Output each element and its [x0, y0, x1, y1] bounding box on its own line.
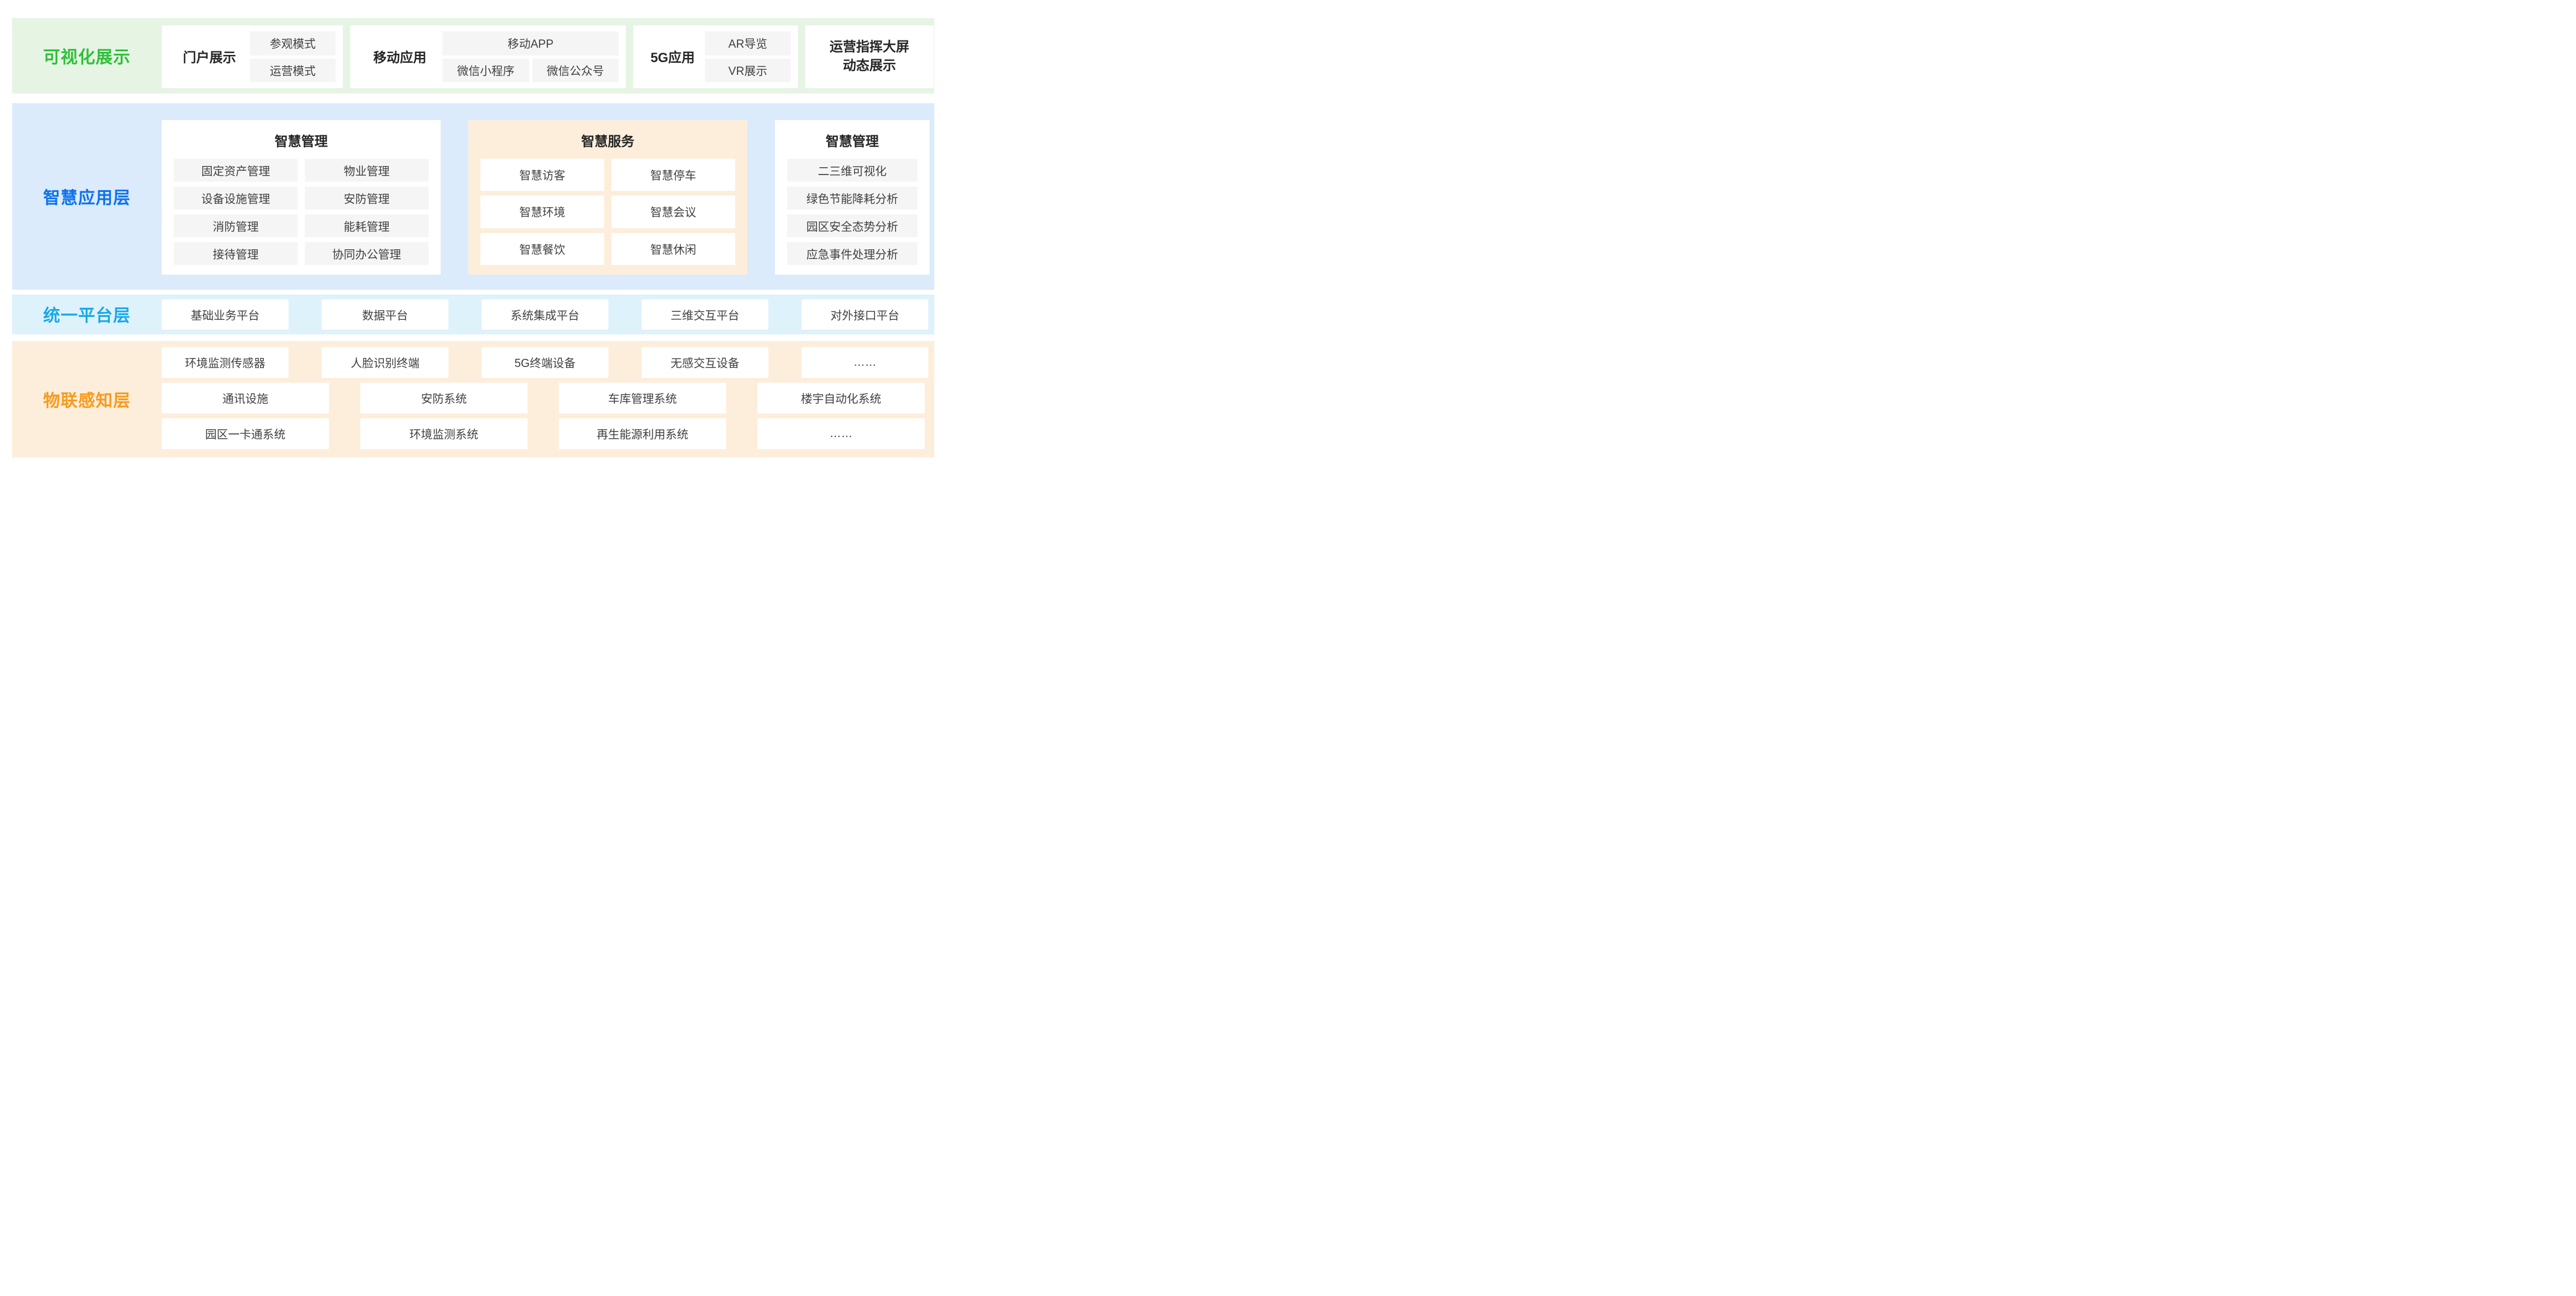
chip-visit-mode: 参观模式	[250, 31, 336, 56]
chip-fixed-assets: 固定资产管理	[174, 159, 298, 182]
card-smart-service: 智慧服务 智慧访客 智慧停车 智慧环境 智慧会议 智慧餐饮 智慧休闲	[468, 120, 747, 275]
chip-park-security-analysis: 园区安全态势分析	[787, 214, 917, 237]
band-iot-sensing: 物联感知层 环境监测传感器 人脸识别终端 5G终端设备 无感交互设备 …… 通讯…	[12, 341, 934, 458]
chip-mobile-app: 移动APP	[442, 31, 619, 56]
chip-vr-display: VR展示	[705, 58, 791, 82]
card-5g-title: 5G应用	[650, 50, 695, 65]
band-app-label: 智慧应用层	[43, 188, 131, 207]
chip-reception-mgmt: 接待管理	[174, 242, 298, 265]
card-mobile-app: 移动应用 移动APP 微信小程序 微信公众号	[350, 25, 626, 88]
band-smart-application: 智慧应用层 智慧管理 固定资产管理 物业管理 设备设施管理 安防管理 消防管理 …	[12, 103, 934, 290]
chip-wechat-miniprogram: 微信小程序	[442, 58, 529, 82]
band-platform-cards: 基础业务平台 数据平台 系统集成平台 三维交互平台 对外接口平台	[162, 295, 934, 334]
chip-smart-leisure: 智慧休闲	[611, 232, 735, 265]
smart-service-items: 智慧访客 智慧停车 智慧环境 智慧会议 智慧餐饮 智慧休闲	[480, 159, 735, 265]
chip-smart-environment: 智慧环境	[480, 196, 604, 228]
smart-management-items: 固定资产管理 物业管理 设备设施管理 安防管理 消防管理 能耗管理 接待管理 协…	[174, 159, 429, 265]
card-3d-interaction-platform: 三维交互平台	[642, 299, 768, 330]
card-communication-facility: 通讯设施	[162, 383, 329, 413]
chip-2d3d-visualization: 二三维可视化	[787, 159, 917, 182]
card-security-system: 安防系统	[360, 383, 528, 413]
card-smart-management-analytics: 智慧管理 二三维可视化 绿色节能降耗分析 园区安全态势分析 应急事件处理分析	[775, 120, 929, 275]
card-5g-items: AR导览 VR展示	[705, 31, 791, 82]
card-mobile-title: 移动应用	[373, 50, 427, 65]
chip-ar-guide: AR导览	[705, 31, 791, 56]
band-app-cards: 智慧管理 固定资产管理 物业管理 设备设施管理 安防管理 消防管理 能耗管理 接…	[162, 103, 934, 290]
chip-energy-mgmt: 能耗管理	[305, 214, 429, 237]
card-portal-display: 门户展示 参观模式 运营模式	[162, 25, 343, 88]
chip-smart-meeting: 智慧会议	[611, 196, 735, 228]
chip-green-energy-analysis: 绿色节能降耗分析	[787, 187, 917, 209]
card-5g-app: 5G应用 AR导览 VR展示	[633, 25, 798, 88]
card-5g-terminal: 5G终端设备	[482, 347, 608, 378]
card-external-interface-platform: 对外接口平台	[802, 299, 928, 330]
card-data-platform: 数据平台	[322, 299, 448, 330]
smart-management-title: 智慧管理	[274, 134, 328, 149]
card-mobile-items: 移动APP 微信小程序 微信公众号	[442, 31, 619, 82]
band-iot-rows: 环境监测传感器 人脸识别终端 5G终端设备 无感交互设备 …… 通讯设施 安防系…	[162, 341, 934, 458]
card-basic-business-platform: 基础业务平台	[162, 299, 289, 330]
chip-property-mgmt: 物业管理	[305, 159, 429, 182]
smart-analytics-items: 二三维可视化 绿色节能降耗分析 园区安全态势分析 应急事件处理分析	[787, 159, 917, 265]
card-portal-title: 门户展示	[182, 50, 236, 65]
card-env-monitoring-system: 环境监测系统	[360, 418, 528, 449]
card-ellipsis-devices: ……	[802, 347, 928, 378]
iot-row-1: 环境监测传感器 人脸识别终端 5G终端设备 无感交互设备 ……	[162, 347, 929, 378]
card-env-sensor: 环境监测传感器	[162, 347, 289, 378]
chip-smart-dining: 智慧餐饮	[480, 232, 604, 265]
card-portal-items: 参观模式 运营模式	[250, 31, 336, 82]
chip-facility-mgmt: 设备设施管理	[174, 187, 298, 209]
band-unified-platform: 统一平台层 基础业务平台 数据平台 系统集成平台 三维交互平台 对外接口平台	[12, 295, 934, 334]
iot-row-3: 园区一卡通系统 环境监测系统 再生能源利用系统 ……	[162, 418, 929, 449]
band-visual-cards: 门户展示 参观模式 运营模式 移动应用 移动APP 微信小程序 微信公众号 5G…	[162, 18, 939, 94]
chip-fire-mgmt: 消防管理	[174, 214, 298, 237]
card-building-automation-system: 楼宇自动化系统	[757, 383, 925, 413]
smart-park-architecture-diagram: 可视化展示 门户展示 参观模式 运营模式 移动应用 移动APP 微信小程序 微信…	[0, 0, 946, 476]
card-ellipsis-systems: ……	[757, 418, 925, 449]
card-senseless-interaction: 无感交互设备	[642, 347, 768, 378]
band-visual-label: 可视化展示	[43, 47, 131, 66]
chip-smart-parking: 智慧停车	[611, 159, 735, 191]
chip-collab-office-mgmt: 协同办公管理	[305, 242, 429, 265]
chip-smart-visitor: 智慧访客	[480, 159, 604, 191]
bigscreen-line-2: 动态展示	[843, 58, 896, 73]
band-platform-label: 统一平台层	[43, 306, 131, 325]
card-renewable-energy-system: 再生能源利用系统	[559, 418, 726, 449]
smart-analytics-title: 智慧管理	[825, 134, 879, 149]
band-iot-label: 物联感知层	[43, 391, 131, 410]
chip-security-mgmt: 安防管理	[305, 187, 429, 209]
chip-wechat-official: 微信公众号	[532, 58, 619, 82]
card-smart-management: 智慧管理 固定资产管理 物业管理 设备设施管理 安防管理 消防管理 能耗管理 接…	[162, 120, 441, 275]
card-park-onecard-system: 园区一卡通系统	[162, 418, 329, 449]
band-visual-display: 可视化展示 门户展示 参观模式 运营模式 移动应用 移动APP 微信小程序 微信…	[12, 18, 934, 94]
chip-operate-mode: 运营模式	[250, 58, 336, 82]
smart-service-title: 智慧服务	[581, 134, 634, 149]
card-command-bigscreen: 运营指挥大屏 动态展示	[805, 25, 934, 88]
card-face-recognition-terminal: 人脸识别终端	[322, 347, 448, 378]
bigscreen-line-1: 运营指挥大屏	[829, 39, 910, 55]
iot-row-2: 通讯设施 安防系统 车库管理系统 楼宇自动化系统	[162, 383, 929, 413]
card-system-integration-platform: 系统集成平台	[482, 299, 608, 330]
card-garage-mgmt-system: 车库管理系统	[559, 383, 726, 413]
chip-emergency-analysis: 应急事件处理分析	[787, 242, 917, 265]
